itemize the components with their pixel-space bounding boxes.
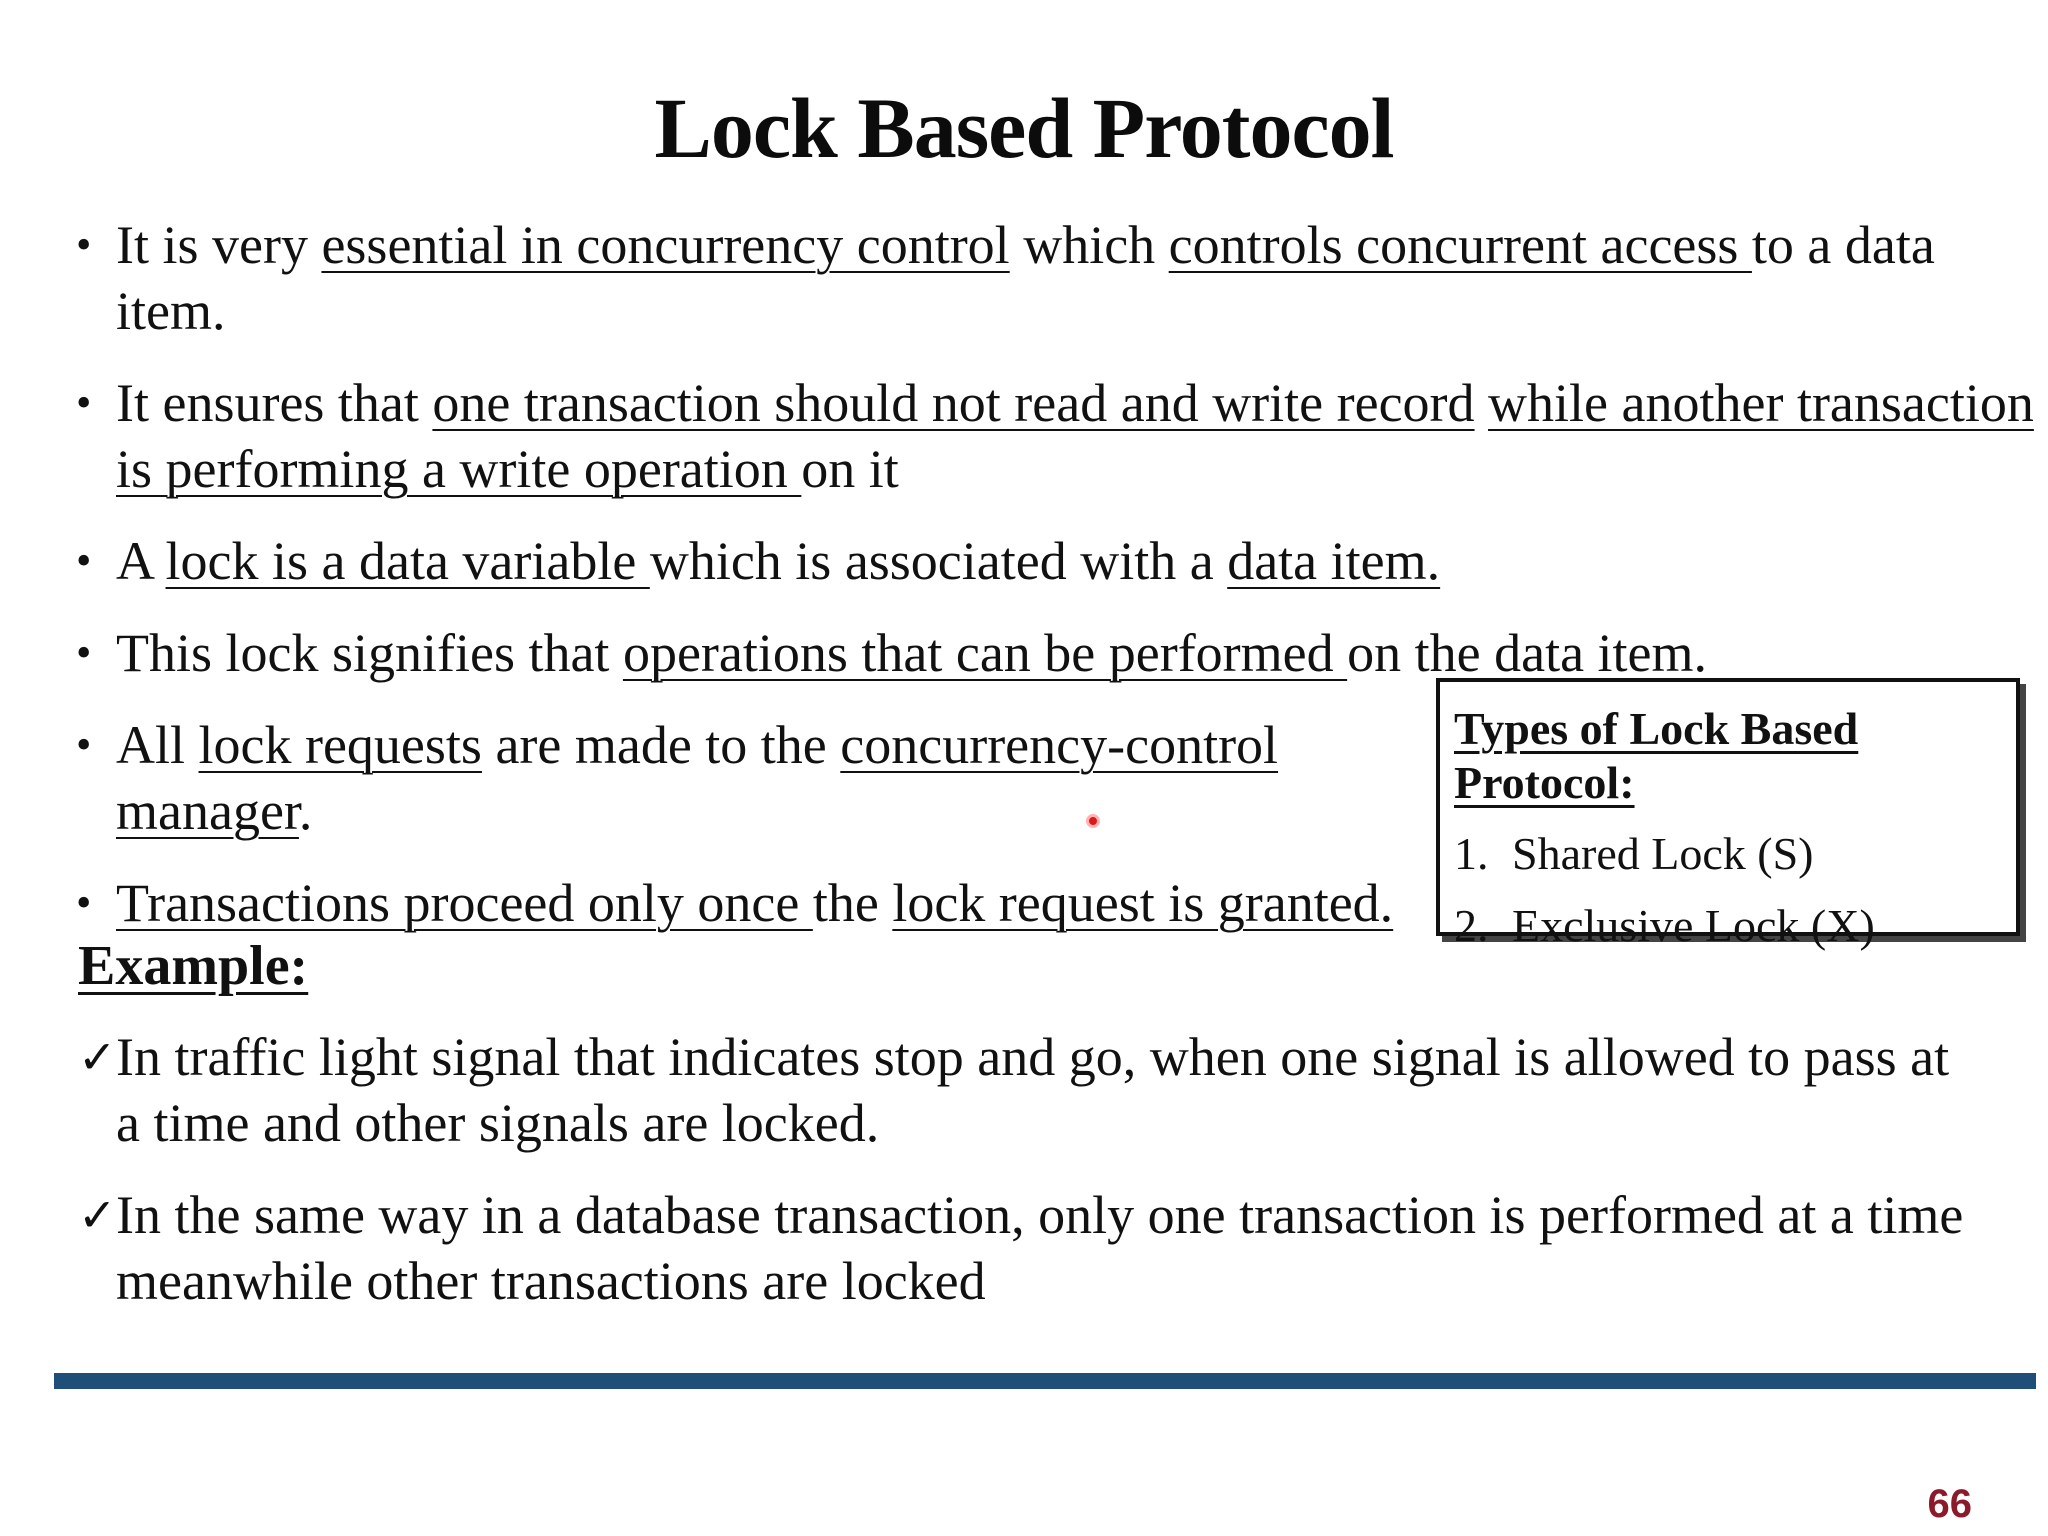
page-number: 66 [1927,1482,1973,1526]
bullet-item: • This lock signifies that operations tha… [76,620,1976,686]
example-item: ✓ In traffic light signal that indicates… [78,1024,1978,1156]
text-segment: . [298,781,313,841]
text-segment: on the data item. [1347,623,1708,683]
text-segment: All [116,715,199,775]
footer-divider-bar [54,1373,2036,1389]
text-segment: the [812,873,893,933]
underlined-phrase: Transactions proceed only once [116,873,813,933]
text-segment: to a data item. [116,215,1935,341]
bullet-item: • It is very essential in concurrency con… [76,212,1976,344]
type-item-exclusive-lock: 2. Exclusive Lock (X) [1454,898,2016,954]
text-segment [1475,373,1489,433]
underlined-phrase: one transaction should not read and writ… [432,373,1475,433]
bullet-dot-icon: • [76,220,92,269]
type-item-label: Shared Lock (S) [1512,828,1814,879]
underlined-phrase: controls concurrent access [1168,215,1752,275]
bullet-list: • It is very essential in concurrency con… [76,212,2034,962]
bullet-item: • A lock is a data variable which is asso… [76,528,1976,594]
underlined-phrase: lock request is granted. [892,873,1394,933]
text-segment: which is associated with a [649,531,1228,591]
underlined-phrase: lock is a data variable [165,531,650,591]
bullet-item: • Transactions proceed only once the lock… [76,870,1976,936]
bullet-text: Transactions proceed only once the lock … [116,870,1476,936]
example-list: ✓ In traffic light signal that indicates… [78,1024,1978,1340]
bullet-dot-icon: • [76,378,92,427]
type-item-number: 1. [1454,828,1489,879]
bullet-item: • All lock requests are made to the concu… [76,712,1976,844]
type-item-shared-lock: 1. Shared Lock (S) [1454,826,2016,882]
bullet-text: It ensures that one transaction should n… [116,370,2036,502]
bullet-dot-icon: • [76,720,92,769]
underlined-phrase: lock requests [198,715,482,775]
type-item-label: Exclusive Lock (X) [1512,900,1875,951]
underlined-phrase: operations that can be performed [622,623,1348,683]
text-segment: It ensures that [116,373,433,433]
bullet-text: It is very essential in concurrency cont… [116,212,2036,344]
text-segment: on it [801,439,899,499]
slide-title: Lock Based Protocol [654,80,1394,176]
bullet-dot-icon: • [76,536,92,585]
type-item-number: 2. [1454,900,1489,951]
bullet-text: All lock requests are made to the concur… [116,712,1476,844]
text-segment: A [116,531,166,591]
pointer-cursor-icon [1086,814,1100,828]
text-segment: which [1009,215,1169,275]
underlined-phrase: concurrency-control manager [116,715,1279,841]
types-box-title: Types of Lock Based Protocol: [1454,703,1859,808]
text-segment: It is very [116,215,322,275]
example-text: In the same way in a database transactio… [116,1185,1964,1311]
checkmark-icon: ✓ [78,1188,117,1242]
example-text: In traffic light signal that indicates s… [116,1027,1950,1153]
checkmark-icon: ✓ [78,1030,117,1084]
types-of-lock-box: Types of Lock Based Protocol: 1. Shared … [1436,678,2020,951]
underlined-phrase: data item. [1227,531,1441,591]
bullet-item: • It ensures that one transaction should … [76,370,2034,502]
underlined-phrase: while another transaction is performing … [116,373,2034,499]
example-heading: Example: [78,935,309,997]
text-segment: This lock signifies that [116,623,623,683]
bullet-text: This lock signifies that operations that… [116,620,2036,686]
bullet-dot-icon: • [76,628,92,677]
bullet-dot-icon: • [76,878,92,927]
underlined-phrase: essential in concurrency control [321,215,1010,275]
text-segment: are made to the [481,715,841,775]
bullet-text: A lock is a data variable which is assoc… [116,528,2036,594]
example-item: ✓ In the same way in a database transact… [78,1182,1978,1314]
